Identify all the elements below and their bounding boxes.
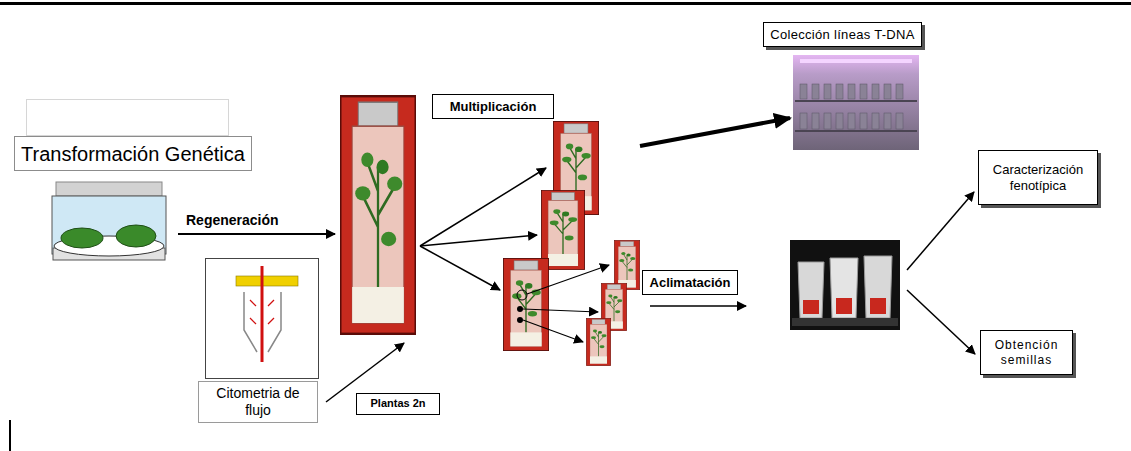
box-text: Plantas 2n: [370, 397, 425, 410]
step-box: Multiplicación: [432, 94, 554, 119]
box-text: Colección líneas T-DNA: [770, 27, 914, 43]
step-box: Colección líneas T-DNA: [763, 22, 922, 47]
title-box: Transformación Genética: [14, 136, 252, 171]
box-text: Multiplicación: [450, 99, 537, 115]
box-text: Caracterización fenotípica: [985, 162, 1091, 193]
process-label-box: Citometria de flujo: [198, 381, 318, 423]
arrow-label: Regeneración: [186, 212, 279, 228]
outcome-box: Caracterización fenotípica: [978, 150, 1098, 205]
outcome-box: Obtención semillas: [980, 330, 1073, 375]
label-box: Plantas 2n: [356, 393, 440, 415]
box-text: Citometria de flujo: [205, 385, 311, 419]
box-text: Transformación Genética: [21, 142, 245, 166]
box-text: Obtención semillas: [987, 338, 1066, 367]
box-text: Aclimatación: [650, 275, 731, 291]
step-box: Aclimatación: [642, 270, 738, 295]
